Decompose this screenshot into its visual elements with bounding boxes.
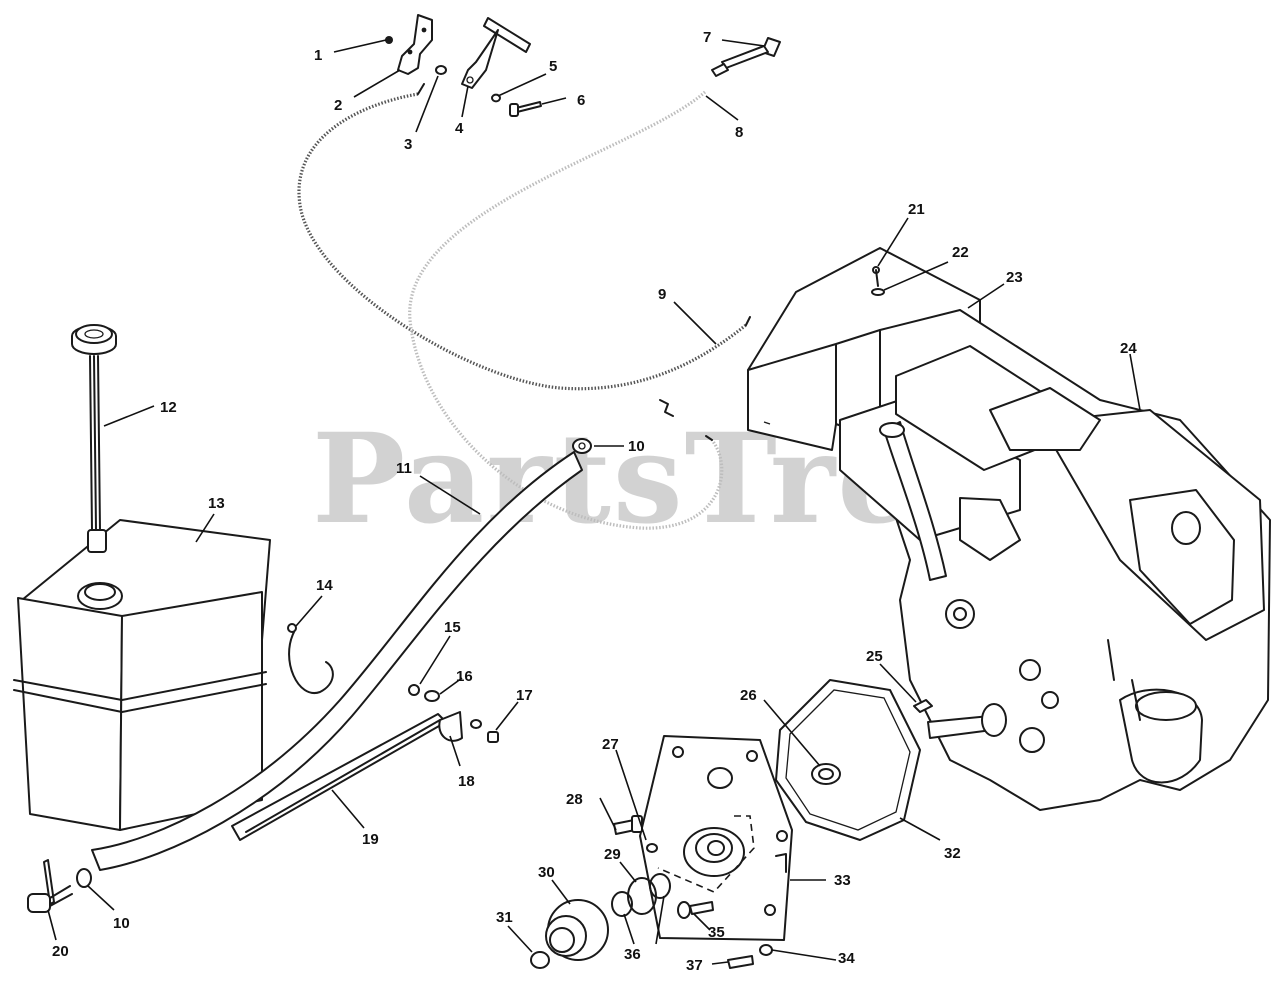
callout-23: 23 bbox=[1006, 269, 1023, 286]
callout-1: 1 bbox=[314, 47, 322, 64]
engine-block-part-24 bbox=[839, 309, 1271, 811]
fuel-line-part-11 bbox=[91, 451, 583, 871]
retaining-ring-part-31 bbox=[530, 951, 550, 969]
callout-8: 8 bbox=[735, 124, 743, 141]
callout-24: 24 bbox=[1120, 340, 1137, 357]
callout-10: 10 bbox=[628, 438, 645, 455]
screw-part-27 bbox=[646, 843, 658, 853]
screw-part-35 bbox=[677, 901, 714, 919]
washer-part-3 bbox=[435, 65, 447, 75]
callout-35: 35 bbox=[708, 924, 725, 941]
callout-26: 26 bbox=[740, 687, 757, 704]
callout-29: 29 bbox=[604, 846, 621, 863]
washer-part-34 bbox=[759, 944, 773, 956]
callout-12: 12 bbox=[160, 399, 177, 416]
fuel-gauge-cap-part-12 bbox=[71, 324, 117, 553]
clamp-part-14 bbox=[287, 623, 334, 695]
oil-seal-part-26 bbox=[811, 763, 841, 785]
screw-part-37 bbox=[727, 955, 754, 969]
callout-9: 9 bbox=[658, 286, 666, 303]
screw-part-28 bbox=[613, 815, 643, 835]
callout-32: 32 bbox=[944, 845, 961, 862]
blower-housing-part-23 bbox=[747, 247, 981, 451]
crankshaft-key-part-25 bbox=[913, 699, 933, 713]
fuel-shutoff-valve-part-20 bbox=[27, 859, 73, 913]
callout-28: 28 bbox=[566, 791, 583, 808]
callout-15: 15 bbox=[444, 619, 461, 636]
leader-lines bbox=[47, 39, 1141, 965]
callout-21: 21 bbox=[908, 201, 925, 218]
hose-clamp-part-10 bbox=[76, 438, 592, 888]
choke-knob-part-7 bbox=[711, 37, 781, 77]
callout-3: 3 bbox=[404, 136, 412, 153]
callout-25: 25 bbox=[866, 648, 883, 665]
callout-5: 5 bbox=[549, 58, 557, 75]
choke-cable-part-8 bbox=[408, 90, 724, 530]
callout-6: 6 bbox=[577, 92, 585, 109]
callout-17: 17 bbox=[516, 687, 533, 704]
screw-part-21 bbox=[872, 266, 880, 287]
assembly-guide-line bbox=[657, 815, 755, 893]
callout-7: 7 bbox=[703, 29, 711, 46]
callout-labels: 1 2 3 4 5 6 7 8 9 10 10 11 12 13 14 15 1… bbox=[52, 29, 1137, 974]
nut-part-15 bbox=[408, 684, 420, 696]
gasket-part-32 bbox=[775, 679, 921, 841]
callout-4: 4 bbox=[455, 120, 464, 137]
throttle-lever-part-4 bbox=[461, 17, 531, 89]
washer-screw-part-17 bbox=[470, 719, 499, 743]
callout-27: 27 bbox=[602, 736, 619, 753]
callout-16: 16 bbox=[456, 668, 473, 685]
bracket-part-18 bbox=[438, 711, 463, 742]
crankshaft-stub bbox=[927, 703, 1007, 739]
washer-part-16 bbox=[424, 690, 440, 702]
washer-part-22 bbox=[871, 288, 885, 296]
callout-2: 2 bbox=[334, 97, 342, 114]
callout-14: 14 bbox=[316, 577, 333, 594]
callout-18: 18 bbox=[458, 773, 475, 790]
nut-part-1 bbox=[385, 36, 393, 44]
callout-22: 22 bbox=[952, 244, 969, 261]
gear-case-cover-part-33 bbox=[639, 735, 793, 941]
callout-20: 20 bbox=[52, 943, 69, 960]
callout-30: 30 bbox=[538, 864, 555, 881]
callout-36: 36 bbox=[624, 946, 641, 963]
callout-13: 13 bbox=[208, 495, 225, 512]
callout-31: 31 bbox=[496, 909, 513, 926]
washer-part-5 bbox=[491, 93, 501, 103]
callout-11: 11 bbox=[396, 460, 412, 477]
callout-33: 33 bbox=[834, 872, 851, 889]
callout-37: 37 bbox=[686, 957, 703, 974]
throttle-cable-part-9 bbox=[297, 83, 751, 391]
screw-part-6 bbox=[509, 101, 542, 117]
fuel-tank-part-13 bbox=[13, 519, 271, 831]
gear-part-30 bbox=[545, 899, 609, 961]
control-bracket-part-2 bbox=[397, 14, 433, 75]
callout-34: 34 bbox=[838, 950, 855, 967]
callout-19: 19 bbox=[362, 831, 379, 848]
washer-part-36 bbox=[611, 873, 671, 917]
callout-10: 10 bbox=[113, 915, 130, 932]
